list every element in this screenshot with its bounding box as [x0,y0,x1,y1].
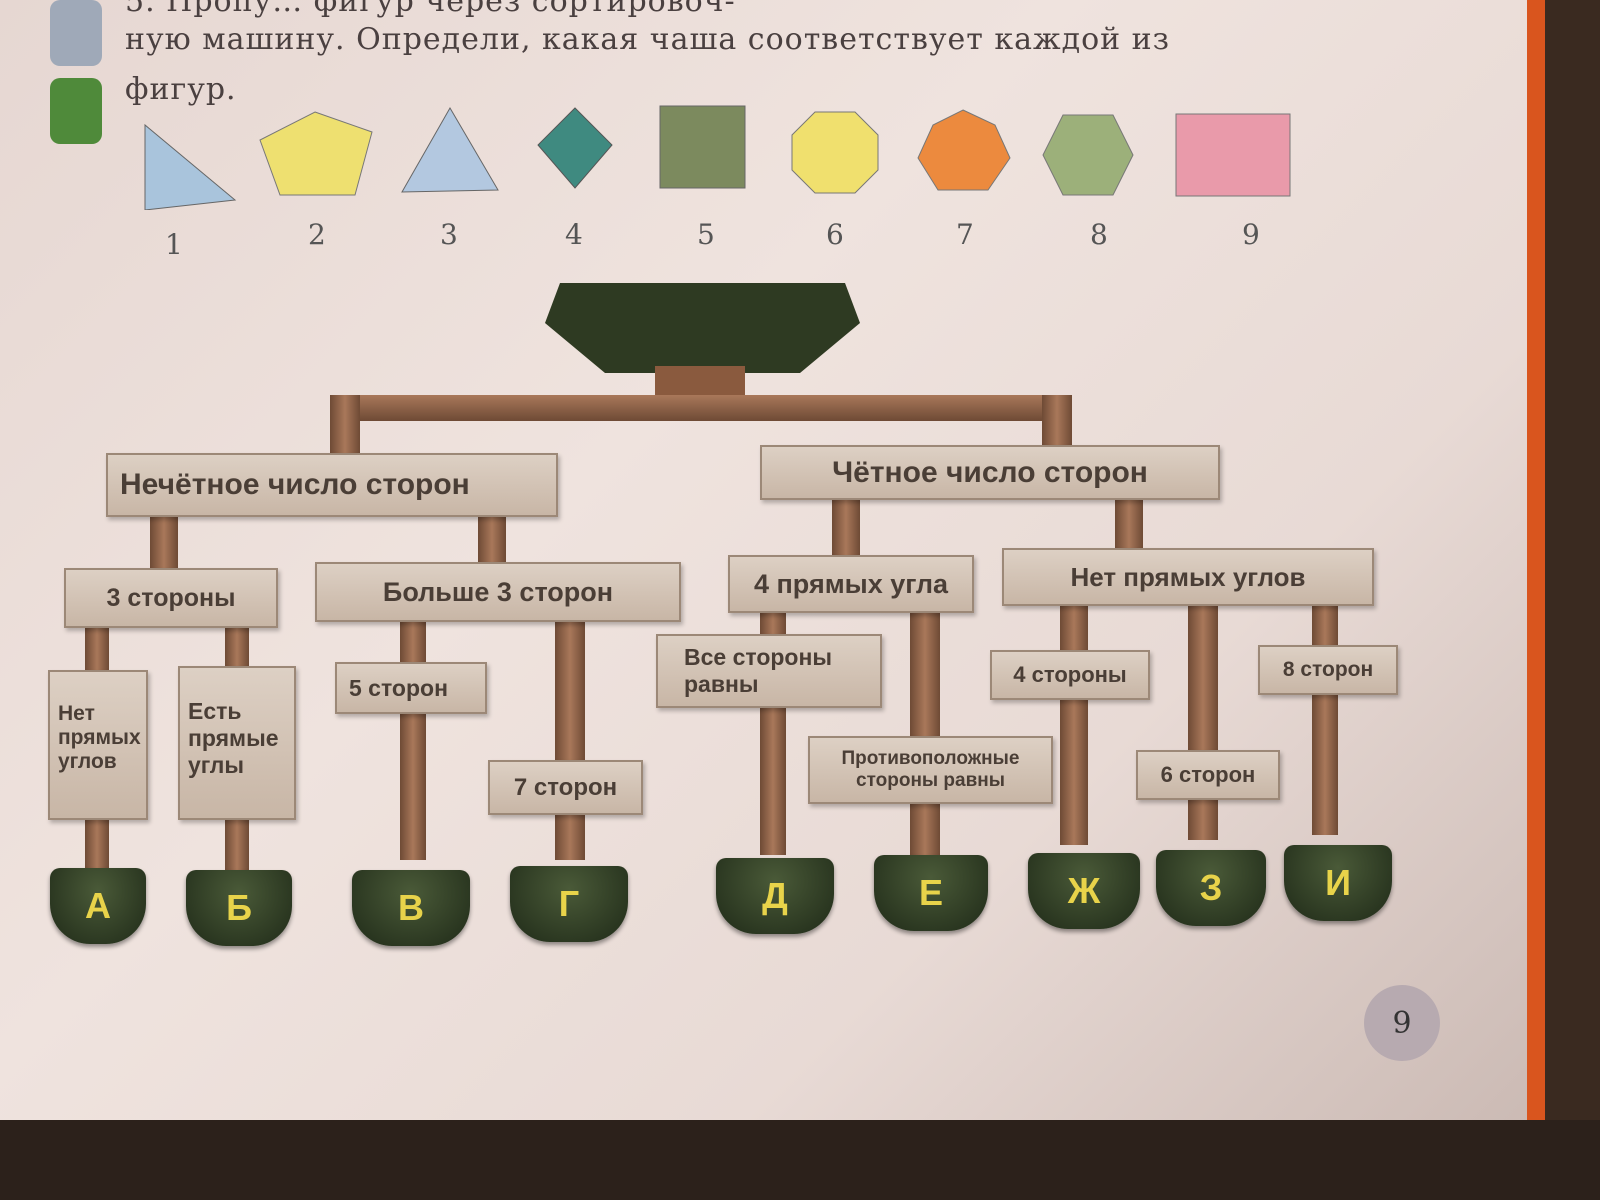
pipe [1312,600,1338,835]
shape-8-hexagon [1042,114,1134,196]
pair-work-icon [50,0,102,66]
pipe [330,395,1070,421]
task-line-2: ную машину. Определи, какая чаша соответ… [125,22,1171,57]
shape-number: 6 [826,218,844,251]
hopper-bowl-icon [545,283,860,398]
bowl-d: Д [716,858,834,934]
bowl-g: Г [510,866,628,942]
shape-1-right-triangle [144,123,237,210]
shape-number: 9 [1242,218,1260,251]
pipe [555,615,585,860]
label-three-sides: 3 стороны [64,568,278,628]
shape-number: 8 [1090,218,1108,251]
task-line-3: фигур. [125,72,237,107]
label-even: Чётное число сторон [760,445,1220,500]
task-line-1: 5. Пропу… фигур через сортировоч- [125,0,736,19]
label-more-than-three: Больше 3 сторон [315,562,681,622]
label-no-right-angles-even: Нет прямых углов [1002,548,1374,606]
shape-number: 4 [565,218,583,251]
shape-number: 1 [165,228,183,261]
label-four-right-angles: 4 прямых угла [728,555,974,613]
pipe [1060,605,1088,845]
pipe [1115,495,1143,555]
shape-number: 7 [956,218,974,251]
shape-5-square [659,105,746,189]
bowl-i: И [1284,845,1392,921]
shape-2-pentagon [259,111,373,196]
bowl-v: В [352,870,470,946]
label-four-sides: 4 стороны [990,650,1150,700]
pipe [832,500,860,560]
shape-number: 2 [308,218,326,251]
label-all-sides-equal: Все стороны равны [656,634,882,708]
magnifier-icon [50,78,102,144]
label-has-right-angles: Есть прямые углы [178,666,296,820]
label-odd: Нечётное число сторон [106,453,558,517]
pipe [400,620,426,860]
label-no-right-angles: Нет прямых углов [48,670,148,820]
label-five-sides: 5 сторон [335,662,487,714]
shape-4-rhombus [537,107,613,189]
label-seven-sides: 7 сторон [488,760,643,815]
pipe [150,515,178,575]
shape-3-triangle [401,107,499,193]
label-eight-sides: 8 сторон [1258,645,1398,695]
bowl-e: Е [874,855,988,931]
shapes-row [144,105,1291,210]
shape-number: 5 [697,218,715,251]
shape-number: 3 [440,218,458,251]
pipe [1188,605,1218,840]
label-six-sides: 6 сторон [1136,750,1280,800]
shape-9-rectangle [1175,113,1291,197]
table-surface [0,1120,1600,1200]
label-opposite-sides-equal: Противоположные стороны равны [808,736,1053,804]
bowl-zh: Ж [1028,853,1140,929]
textbook-page: 5. Пропу… фигур через сортировоч- ную ма… [0,0,1545,1130]
bowl-z: З [1156,850,1266,926]
bowl-a: А [50,868,146,944]
pipe [910,610,940,855]
shape-7-heptagon [917,109,1011,191]
shape-6-octagon [791,111,879,194]
page-number: 9 [1364,985,1440,1061]
bowl-b: Б [186,870,292,946]
